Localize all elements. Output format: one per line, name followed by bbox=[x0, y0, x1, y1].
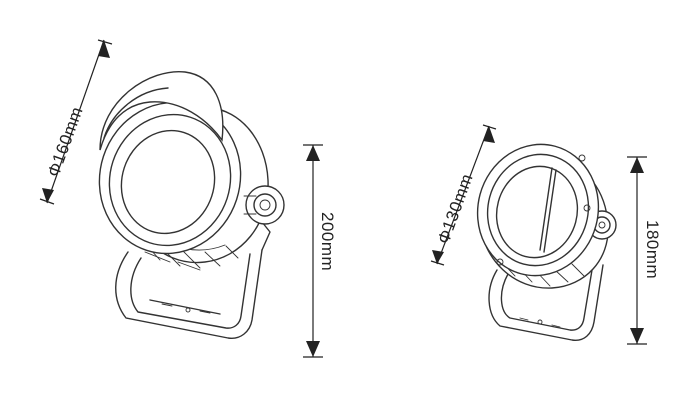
large-fixture bbox=[98, 71, 285, 339]
small-fixture bbox=[476, 143, 617, 341]
large-bracket bbox=[115, 221, 271, 339]
large-height-label: 200mm bbox=[318, 212, 337, 271]
large-head bbox=[98, 71, 242, 255]
small-head bbox=[476, 143, 600, 277]
large-height-dimension: 200mm bbox=[303, 144, 337, 358]
small-height-label: 180mm bbox=[643, 220, 662, 279]
small-height-dimension: 180mm bbox=[627, 156, 662, 345]
small-diameter-label: Φ130mm bbox=[434, 171, 477, 246]
large-diameter-label: Φ160mm bbox=[44, 104, 87, 179]
small-bracket bbox=[488, 264, 604, 341]
